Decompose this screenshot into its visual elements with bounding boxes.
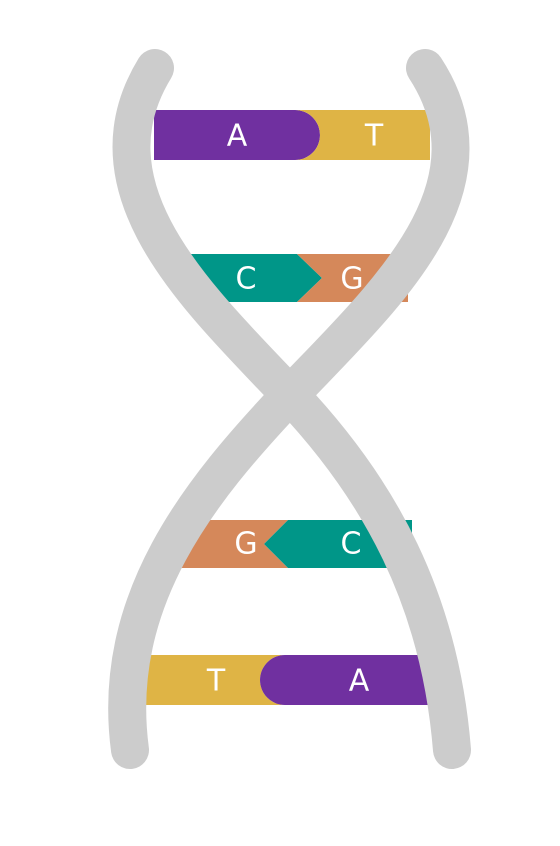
- base-pair-3-left-block: [175, 520, 288, 568]
- base-pair-1-right-block: [295, 110, 430, 160]
- base-pair-1-right-label: T: [364, 119, 384, 154]
- base-pair-2-right-label: G: [340, 262, 363, 297]
- base-pair-1-left-block: [154, 110, 320, 160]
- base-pair-4-right-block: [260, 655, 442, 705]
- base-pair-4-left-block: [143, 655, 285, 705]
- base-pair-1: A T: [154, 110, 430, 160]
- base-pair-1-left-label: A: [227, 119, 248, 154]
- backbone-strand-right: [108, 49, 470, 769]
- base-pair-3-left-label: G: [234, 527, 257, 562]
- base-pair-4: T A: [143, 655, 442, 705]
- base-pair-2-left-label: C: [236, 262, 257, 297]
- base-pair-4-right-label: A: [349, 664, 370, 699]
- base-pair-3-right-label: C: [341, 527, 362, 562]
- base-pair-4-left-label: T: [206, 664, 226, 699]
